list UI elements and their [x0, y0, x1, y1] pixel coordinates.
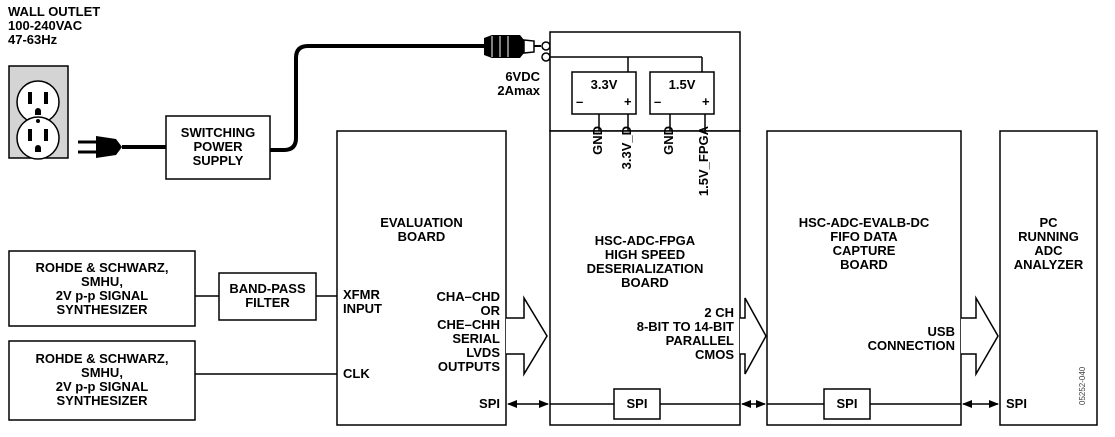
ac-plug-icon [78, 136, 122, 158]
terminal-top [541, 41, 551, 51]
eval-out-6: OUTPUTS [437, 359, 500, 374]
capture-title-3: CAPTURE [832, 243, 896, 258]
eval-title-1: EVALUATION [380, 215, 463, 230]
fpga-title-4: BOARD [621, 275, 669, 290]
regulator-1v5-minus: – [654, 94, 662, 109]
fpga-out-4: CMOS [695, 347, 734, 362]
synth2-line1: ROHDE & SCHWARZ, [35, 351, 169, 366]
wall-outlet-label-2: 100-240VAC [8, 18, 83, 33]
regulator-3v3-label: 3.3V [590, 77, 618, 92]
regulator-3v3-box [571, 71, 637, 115]
eval-clk: CLK [343, 366, 370, 381]
fpga-title-3: DESERIALIZATION [586, 261, 704, 276]
regulator-1v5-label: 1.5V [668, 77, 696, 92]
wall-outlet-label-1: WALL OUTLET [8, 4, 101, 19]
eval-out-4: SERIAL [452, 331, 500, 346]
rail-gnd-1: GND [590, 126, 605, 155]
power-supply-label-3: SUPPLY [192, 153, 244, 168]
eval-title-2: BOARD [397, 229, 446, 244]
synth2-line2: SMHU, [81, 365, 123, 380]
regulator-3v3-plus: + [624, 94, 632, 109]
capture-spi-box [823, 388, 871, 420]
terminal-bottom [541, 52, 551, 62]
dc-input-label-2: 2Amax [497, 83, 540, 98]
synth2-line4: SYNTHESIZER [56, 393, 148, 408]
eval-out-3: CHE–CHH [437, 317, 500, 332]
eval-out-2: OR [480, 303, 501, 318]
regulator-1v5-plus: + [702, 94, 710, 109]
dc-plug-icon [484, 35, 541, 58]
pc-box [999, 130, 1098, 426]
synth1-line4: SYNTHESIZER [56, 302, 148, 317]
pc-line3: ADC [1034, 243, 1063, 258]
rail-3v3-d: 3.3V_D [619, 126, 634, 170]
evaluation-board-box [336, 130, 507, 426]
fpga-out-3: PARALLEL [665, 333, 734, 348]
usb-data-arrow [961, 295, 999, 377]
power-supply-label-1: SWITCHING [180, 125, 256, 140]
eval-out-1: CHA–CHD [436, 289, 500, 304]
capture-usb-1: USB [927, 324, 955, 339]
eval-spi: SPI [479, 396, 500, 411]
capture-spi: SPI [836, 396, 858, 411]
wall-outlet-icon [8, 65, 69, 160]
dc-cord [270, 44, 484, 152]
synth1-line2: SMHU, [81, 274, 123, 289]
dc-input-label-1: 6VDC [505, 69, 540, 84]
capture-title-2: FIFO DATA [830, 229, 898, 244]
synth2-box [8, 340, 196, 421]
lvds-data-arrow [506, 295, 548, 377]
filter-line1: BAND-PASS [229, 281, 306, 296]
fpga-out-2: 8-BIT TO 14-BIT [636, 319, 734, 334]
power-supply-label-2: POWER [193, 139, 243, 154]
fpga-board-box [549, 130, 741, 426]
bandpass-filter-box [218, 272, 317, 321]
pc-line2: RUNNING [1018, 229, 1079, 244]
rail-gnd-2: GND [661, 126, 676, 155]
fpga-out-1: 2 CH [704, 305, 734, 320]
figure-id: 05252-040 [1078, 366, 1087, 405]
wall-outlet-label-3: 47-63Hz [8, 32, 58, 47]
synth2-line3: 2V p-p SIGNAL [55, 379, 149, 394]
power-supply-box [165, 115, 271, 180]
pc-line1: PC [1039, 215, 1058, 230]
fpga-title-2: HIGH SPEED [604, 247, 686, 262]
pc-spi: SPI [1006, 396, 1027, 411]
regulator-1v5-box [649, 71, 715, 115]
filter-line2: FILTER [245, 295, 290, 310]
capture-usb-2: CONNECTION [867, 338, 955, 353]
synth1-box [8, 250, 196, 327]
synth1-line3: 2V p-p SIGNAL [55, 288, 149, 303]
pc-line4: ANALYZER [1013, 257, 1084, 272]
eval-xfmr-2: INPUT [343, 301, 382, 316]
capture-board-box [766, 130, 962, 426]
synth1-line1: ROHDE & SCHWARZ, [35, 260, 169, 275]
rail-1v5-fpga: 1.5V_FPGA [696, 126, 711, 197]
fpga-spi: SPI [626, 396, 648, 411]
fpga-title-1: HSC-ADC-FPGA [594, 233, 696, 248]
capture-title-4: BOARD [840, 257, 888, 272]
capture-title-1: HSC-ADC-EVALB-DC [798, 215, 930, 230]
cmos-data-arrow [740, 297, 767, 375]
eval-out-5: LVDS [466, 345, 500, 360]
fpga-spi-box [613, 388, 661, 420]
eval-xfmr-1: XFMR [343, 287, 380, 302]
regulator-3v3-minus: – [576, 94, 584, 109]
